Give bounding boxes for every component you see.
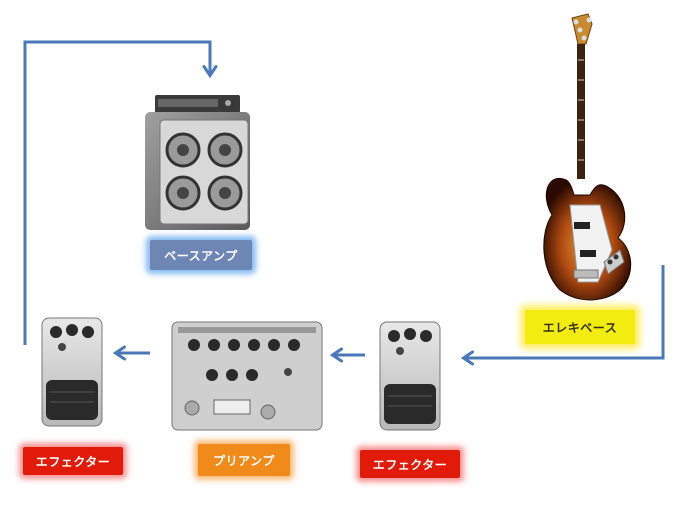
effector-pedal-icon (41, 317, 103, 427)
preamp-label: プリアンプ (198, 444, 290, 476)
arrow-bass-to-effector (460, 265, 665, 366)
effector-pedal-icon (379, 321, 441, 431)
electric-bass-label: エレキベース (525, 310, 635, 344)
arrow-return-to-amp (23, 40, 218, 345)
bass-amp-cabinet-icon (145, 95, 250, 230)
preamp-pedal-icon (171, 321, 323, 431)
electric-bass-guitar-icon (543, 13, 632, 301)
effector-label-left: エフェクター (23, 447, 123, 475)
bass-amp-label: ベースアンプ (150, 240, 252, 270)
effector-label-right: エフェクター (360, 450, 460, 478)
